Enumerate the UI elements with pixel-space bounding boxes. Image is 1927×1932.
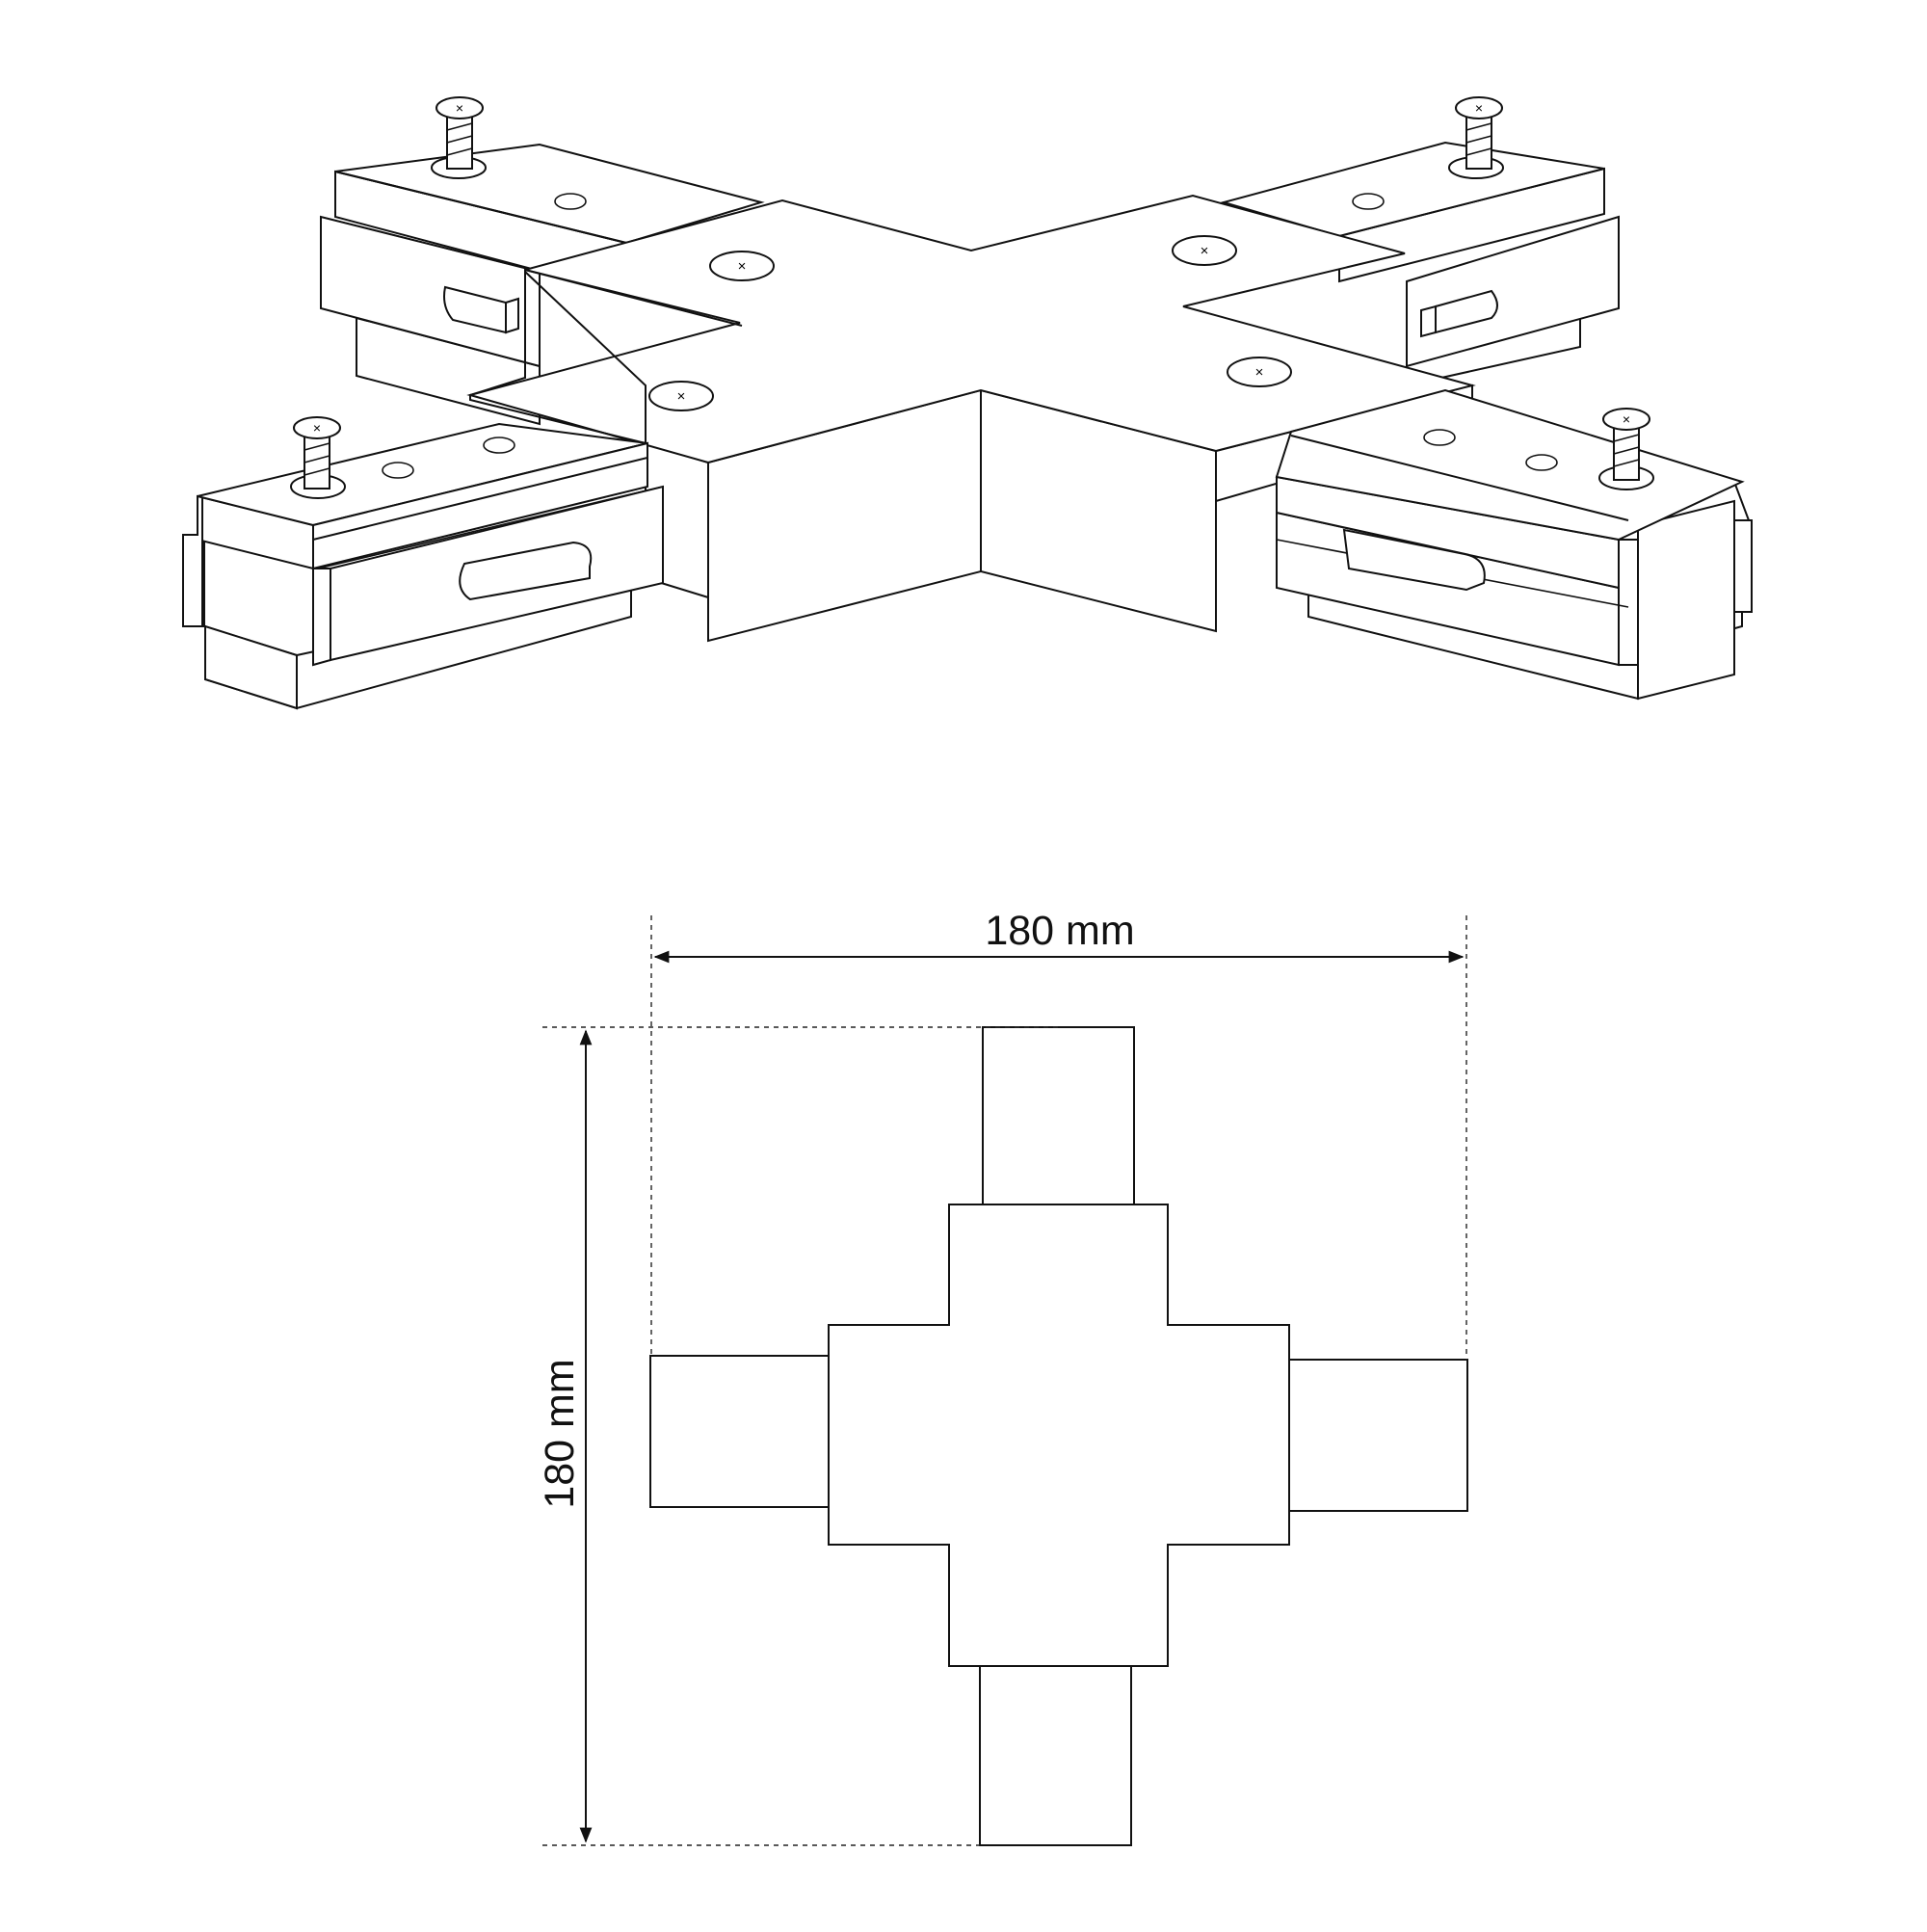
svg-text:×: × [1623,411,1630,427]
screw-head-1 [709,251,775,281]
plan-view [649,1026,1468,1846]
screw-head-3 [648,381,714,411]
screw-head-2 [1172,235,1237,266]
isometric-view: × × [182,96,1753,710]
svg-text:×: × [1201,243,1209,259]
screw-bottom-left: × [293,416,341,490]
screw-top-left: × [436,96,484,170]
plan-arm-right [1288,1359,1468,1512]
width-dimension-label: 180 mm [985,908,1134,954]
plan-arm-bottom [979,1665,1132,1846]
connector-arm-bottom-right: × [1275,388,1753,701]
svg-text:×: × [1475,100,1483,116]
connector-arm-bottom-left: × [182,416,664,710]
svg-text:×: × [456,100,463,116]
connector-arm-top-left: × [320,96,765,426]
svg-text:×: × [677,388,686,405]
screw-head-4 [1227,357,1292,387]
svg-text:×: × [1255,364,1264,381]
cross-body: × × × × [466,194,1476,643]
height-dimension-label: 180 mm [537,1359,583,1508]
plan-arm-top [982,1026,1135,1205]
plan-cross-body [828,1204,1290,1667]
svg-text:×: × [313,420,321,436]
dimension-lines: 180 mm 180 mm [537,908,1467,1846]
screw-top-right: × [1455,96,1503,170]
svg-text:×: × [738,258,747,275]
screw-bottom-right: × [1602,408,1650,481]
plan-arm-left [649,1355,830,1508]
